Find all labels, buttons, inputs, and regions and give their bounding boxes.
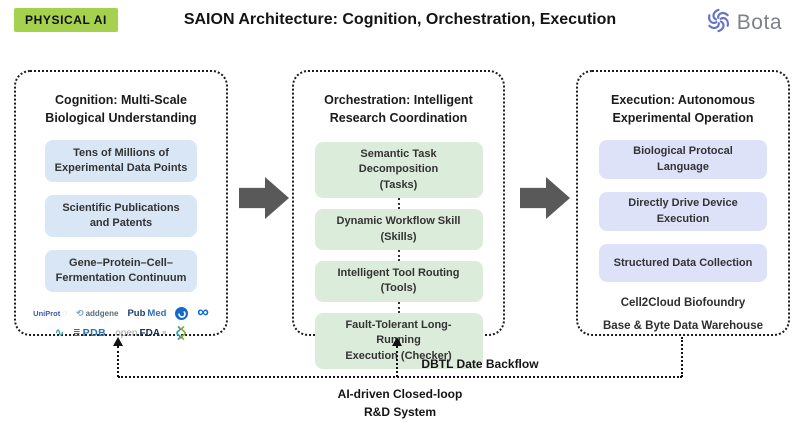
physical-ai-badge: PHYSICAL AI [14, 8, 118, 32]
swirl-database-logo: ∿ [54, 327, 65, 339]
feedback-line-left [117, 346, 119, 377]
execution-box-data-collection: Structured Data Collection [599, 244, 767, 283]
addgene-label: addgene [85, 308, 119, 318]
tool-checker-connector [397, 301, 400, 313]
execution-box-device: Directly Drive Device Execution [599, 192, 767, 232]
execution-footnote-biofoundry: Cell2Cloud Biofoundry [620, 297, 746, 310]
cognition-to-orchestration-arrow [239, 177, 289, 219]
brand-logo: Bota [705, 7, 782, 39]
feedback-line-right [681, 337, 683, 377]
openfda-mark-icon: ≡ [162, 330, 167, 337]
closed-loop-label: AI-driven Closed-loop R&D System [337, 387, 463, 419]
orchestration-to-execution-arrow [520, 177, 570, 219]
brand-name: Bota [736, 11, 782, 34]
bota-pinwheel-icon [705, 7, 732, 39]
orchestration-box-skills: Dynamic Workflow Skill (Skills) [314, 209, 483, 250]
orchestration-panel: Orchestration: Intelligent Research Coor… [292, 70, 505, 369]
cognition-title: Cognition: Multi-Scale Biological Unders… [45, 93, 197, 125]
pdb-logo: ≣PDB [73, 328, 106, 339]
addgene-swirl-icon: ⟲ [76, 308, 84, 318]
pdb-label: PDB [82, 327, 107, 340]
pdb-bars-icon: ≣ [73, 328, 81, 338]
execution-title: Execution: Autonomous Experimental Opera… [611, 93, 755, 125]
cognition-box-data-points: Tens of Millions of Experimental Data Po… [45, 140, 197, 182]
execution-panel: Execution: Autonomous Experimental Opera… [576, 70, 790, 336]
task-skill-connector [397, 198, 400, 210]
cognition-panel: Cognition: Multi-Scale Biological Unders… [14, 70, 228, 340]
openfda-label-fda: FDA [139, 327, 161, 339]
feedback-arrowhead-middle [392, 337, 402, 346]
orchestration-box-tools: Intelligent Tool Routing (Tools) [314, 260, 483, 302]
feedback-arrowhead-left [113, 337, 123, 346]
pubmed-label-med: Med [147, 307, 167, 319]
cognition-box-continuum: Gene–Protein–Cell– Fermentation Continuu… [45, 250, 197, 292]
addgene-logo: ⟲addgene [76, 309, 118, 318]
cognition-box-publications: Scientific Publications and Patents [45, 195, 197, 237]
dna-strands-logo [175, 326, 187, 341]
feedback-line-horizontal [118, 376, 682, 378]
page-title: SAION Architecture: Cognition, Orchestra… [183, 11, 617, 28]
pubmed-label-pub: Pub [127, 307, 146, 319]
uniprot-logo: UniProt◌ [33, 308, 68, 318]
execution-box-bpl: Biological Protocal Language [599, 140, 767, 180]
openfda-label-open: open [115, 327, 138, 339]
orchestration-box-tasks: Semantic Task Decomposition (Tasks) [314, 142, 483, 199]
orchestration-title: Orchestration: Intelligent Research Coor… [324, 93, 473, 125]
skill-tool-connector [397, 249, 400, 261]
feedback-line-middle [396, 346, 398, 377]
orchestration-stack: Semantic Task Decomposition (Tasks) Dyna… [314, 127, 483, 369]
uniprot-ring-icon: ◌ [62, 308, 68, 318]
meta-infinity-icon: ∞ [197, 304, 209, 322]
blue-circle-logo [175, 307, 189, 320]
execution-footnote-warehouse: Base & Byte Data Warehouse [603, 320, 763, 333]
uniprot-label: UniProt [33, 308, 61, 318]
dbtl-backflow-label: DBTL Date Backflow [421, 357, 539, 371]
